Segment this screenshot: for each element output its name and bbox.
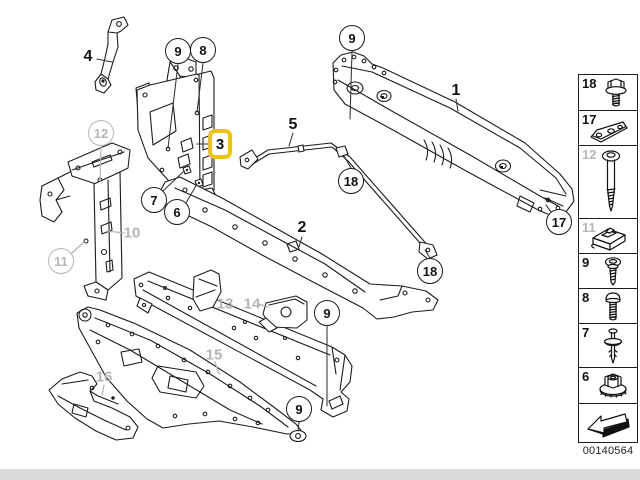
label-part-4[interactable]: 4	[83, 48, 93, 65]
callout-18-brace-lower[interactable]: 18	[417, 258, 443, 284]
legend-item-9[interactable]: 9	[579, 254, 637, 289]
callout-12-dimmed[interactable]: 12	[88, 120, 114, 146]
callout-18-brace-upper[interactable]: 18	[338, 168, 364, 194]
callout-label: 9	[323, 305, 331, 321]
legend-item-6[interactable]: 6	[579, 368, 637, 405]
legend-item-label: 8	[582, 289, 590, 305]
round-head-screw-icon	[605, 292, 621, 321]
direction-arrow-icon	[587, 413, 630, 438]
part-strut-bracket	[94, 16, 129, 94]
callout-17[interactable]: 17	[546, 209, 572, 235]
callout-6[interactable]: 6	[164, 199, 190, 225]
label-part-15-dimmed[interactable]: 15	[205, 346, 223, 364]
callout-label: 18	[422, 263, 438, 279]
legend-item-label: 11	[582, 220, 596, 236]
part-underbody-shield	[76, 306, 307, 443]
callout-label: 3	[215, 135, 225, 153]
part-upper-crossmember	[332, 51, 575, 217]
legend-item-17[interactable]: 17	[579, 111, 637, 146]
leader-lines-dimmed	[70, 145, 269, 396]
callout-9-crossmember[interactable]: 9	[339, 25, 365, 51]
push-rivet-icon	[603, 328, 623, 364]
label-part-13-dimmed[interactable]: 13	[216, 295, 234, 313]
callout-label: 17	[551, 214, 567, 230]
callout-label: 9	[348, 30, 356, 46]
callout-7[interactable]: 7	[141, 187, 167, 213]
mounting-plate-icon	[590, 121, 628, 143]
callout-label: 18	[343, 173, 359, 189]
footer-bar	[0, 469, 640, 480]
callout-label: 8	[199, 42, 207, 58]
label-part-1[interactable]: 1	[451, 82, 461, 99]
clip-nut-icon	[591, 227, 626, 251]
part-side-bracket	[39, 142, 131, 301]
callout-label: 6	[173, 204, 181, 220]
callout-label: 9	[174, 43, 182, 59]
part-front-crossmember	[157, 176, 439, 320]
legend-item-11[interactable]: 11	[579, 219, 637, 255]
legend-item-label: 7	[582, 324, 590, 340]
label-part-14-dimmed[interactable]: 14	[243, 295, 261, 313]
highlighted-callout-3[interactable]: 3	[208, 129, 232, 159]
leader-lines	[96, 50, 553, 432]
callout-9-carrier[interactable]: 9	[314, 300, 340, 326]
callout-label: 9	[295, 401, 303, 417]
part-diagonal-brace	[239, 142, 438, 260]
legend-item-12[interactable]: 12	[579, 146, 637, 220]
legend-item-label: 18	[582, 76, 597, 91]
callout-8[interactable]: 8	[190, 37, 216, 63]
callout-label: 12	[93, 125, 109, 141]
tapping-screw-icon	[604, 257, 622, 286]
legend-item-7[interactable]: 7	[579, 324, 637, 369]
legend-item-18[interactable]: 18	[579, 75, 637, 111]
flange-nut-icon	[599, 373, 627, 399]
label-part-10-dimmed[interactable]: 10	[123, 224, 141, 242]
part-mount-plate	[258, 295, 308, 333]
legend-item-label: 6	[582, 369, 590, 385]
callout-label: 7	[150, 192, 158, 208]
part-corner-bracket	[48, 371, 139, 441]
image-number: 00140564	[582, 445, 634, 457]
legend-item-8[interactable]: 8	[579, 289, 637, 324]
part-bumper-carrier	[133, 269, 353, 418]
callout-9-panel-top[interactable]: 9	[165, 38, 191, 64]
legend-item-arrow[interactable]	[579, 404, 637, 442]
label-part-2[interactable]: 2	[297, 219, 307, 236]
label-part-5[interactable]: 5	[288, 116, 298, 133]
callout-9-shield[interactable]: 9	[286, 396, 312, 422]
hex-flange-bolt-icon	[605, 78, 627, 107]
callout-11-dimmed[interactable]: 11	[48, 248, 74, 274]
label-part-16-dimmed[interactable]: 16	[95, 368, 113, 386]
fastener-legend: 18 17 12	[578, 74, 638, 443]
callout-label: 11	[54, 253, 68, 269]
long-screw-icon	[601, 150, 621, 212]
legend-item-label: 17	[582, 111, 597, 127]
legend-item-label: 9	[582, 255, 590, 271]
legend-item-label: 12	[582, 146, 597, 162]
